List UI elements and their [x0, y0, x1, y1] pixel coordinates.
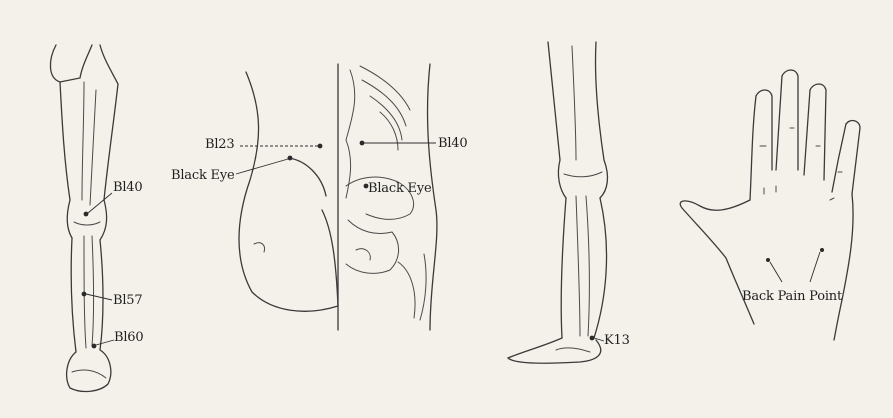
point-label-bl60: Bl60 [114, 330, 143, 345]
point-label-k13: K13 [604, 333, 630, 348]
point-label-bl40-torso: Bl40 [438, 136, 467, 151]
point-label-black-eye-left: Black Eye [171, 168, 234, 183]
point-label-bl40-leg: Bl40 [113, 180, 142, 195]
torso-figure [236, 64, 437, 330]
point-label-bl57: Bl57 [113, 293, 142, 308]
point-label-bl23: Bl23 [205, 137, 234, 152]
point-label-back-pain-point: Back Pain Point [742, 289, 842, 304]
leg-side-figure [508, 42, 607, 363]
point-label-black-eye-right: Black Eye [368, 181, 431, 196]
leg-back-figure [50, 45, 118, 391]
